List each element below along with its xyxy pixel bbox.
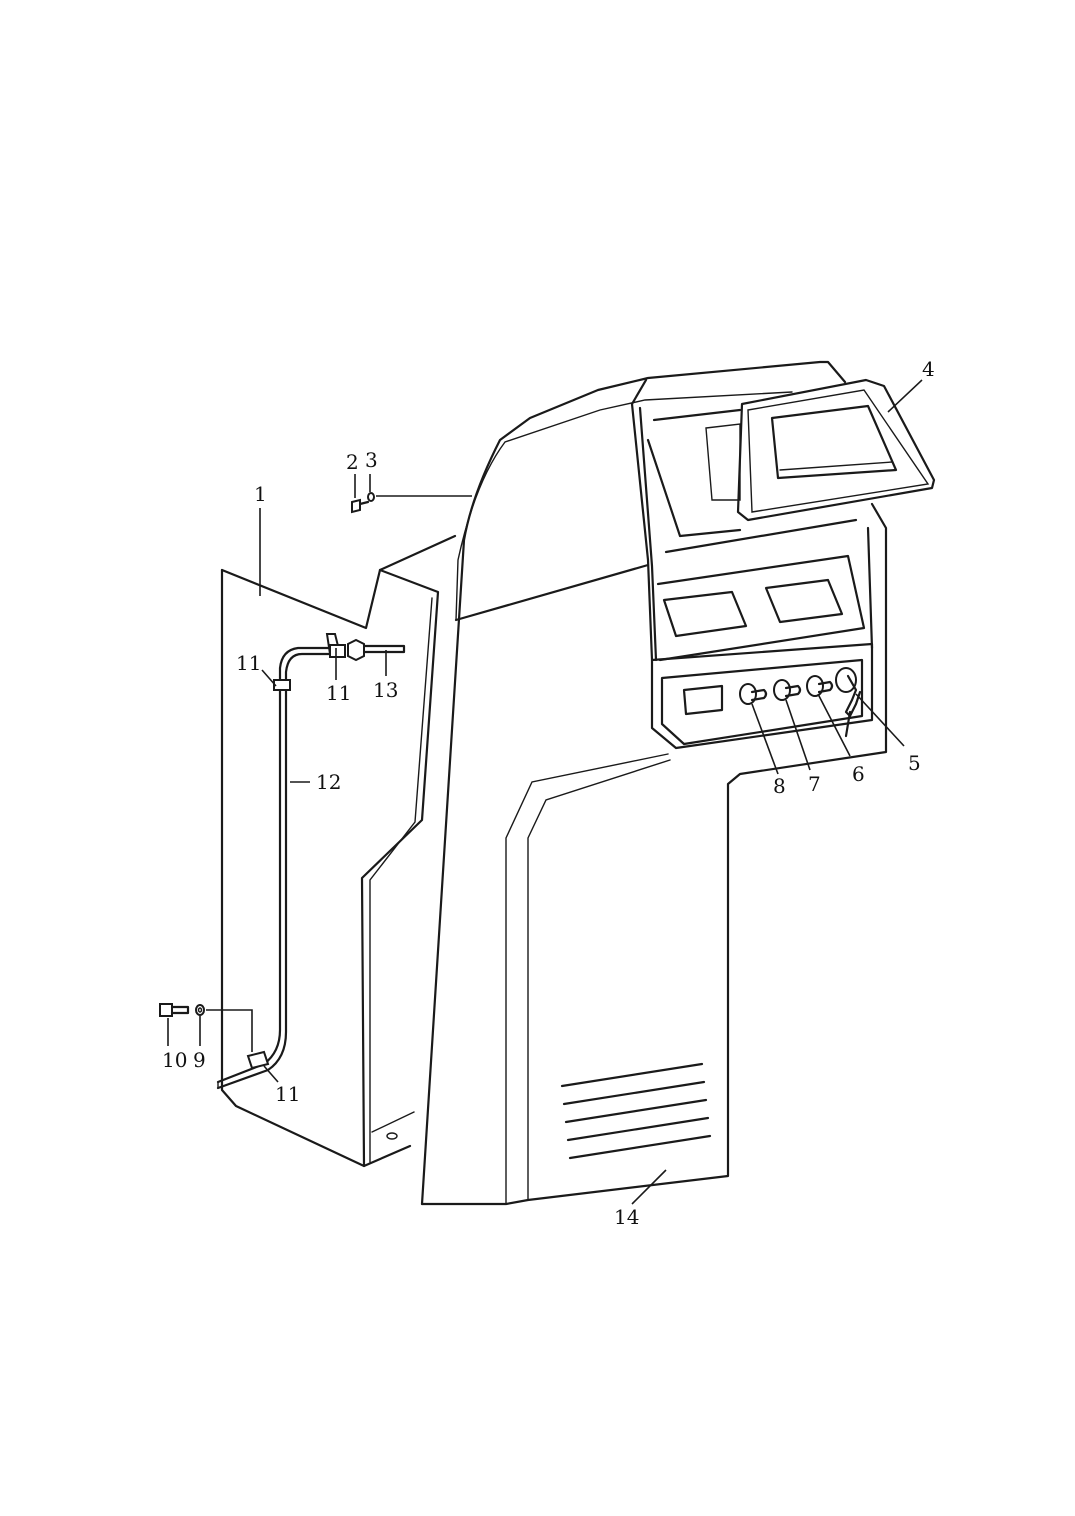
washer-part-3: [367, 492, 375, 502]
callout-7: 7: [808, 772, 821, 796]
bolt-part-2: [351, 498, 370, 514]
console-housing: [420, 360, 888, 1206]
callout-14: 14: [614, 1205, 639, 1229]
callout-1: 1: [254, 482, 267, 506]
dash-frame: [630, 378, 874, 662]
callout-11-upper-left: 11: [236, 651, 261, 675]
callout-13: 13: [373, 678, 398, 702]
toggle-switch-part-8: [739, 683, 768, 705]
callout-11-lower: 11: [275, 1082, 300, 1106]
side-panel-part-1: [220, 534, 457, 1168]
washer-part-9: [195, 1004, 205, 1016]
fitting-part-13: [329, 638, 406, 662]
hose-part-12: [216, 646, 332, 1090]
callout-3: 3: [365, 448, 378, 472]
switch-panel: [650, 642, 874, 750]
callout-4: 4: [922, 357, 935, 381]
callout-10: 10: [162, 1048, 187, 1072]
clamp-upper-left: [273, 679, 291, 691]
toggle-switch-part-6: [806, 675, 834, 697]
callout-6: 6: [852, 762, 865, 786]
display-part-4: [736, 378, 936, 522]
toggle-switch-part-7: [773, 679, 802, 701]
callout-2: 2: [346, 450, 359, 474]
key-switch-part-5: [835, 667, 862, 738]
callout-12: 12: [316, 770, 341, 794]
clamp-lower: [246, 1050, 270, 1070]
lower-cover-part-14: [560, 1062, 712, 1160]
leader-lines: [167, 379, 923, 1205]
bolt-part-10: [159, 1003, 190, 1017]
callout-5: 5: [908, 751, 921, 775]
callout-11-upper-right: 11: [326, 681, 351, 705]
callout-9: 9: [193, 1048, 206, 1072]
callout-8: 8: [773, 774, 786, 798]
callout-labels: 1 2 3 4 5 6 7 8 9 10 11 11 11 12 13 14: [162, 357, 935, 1229]
